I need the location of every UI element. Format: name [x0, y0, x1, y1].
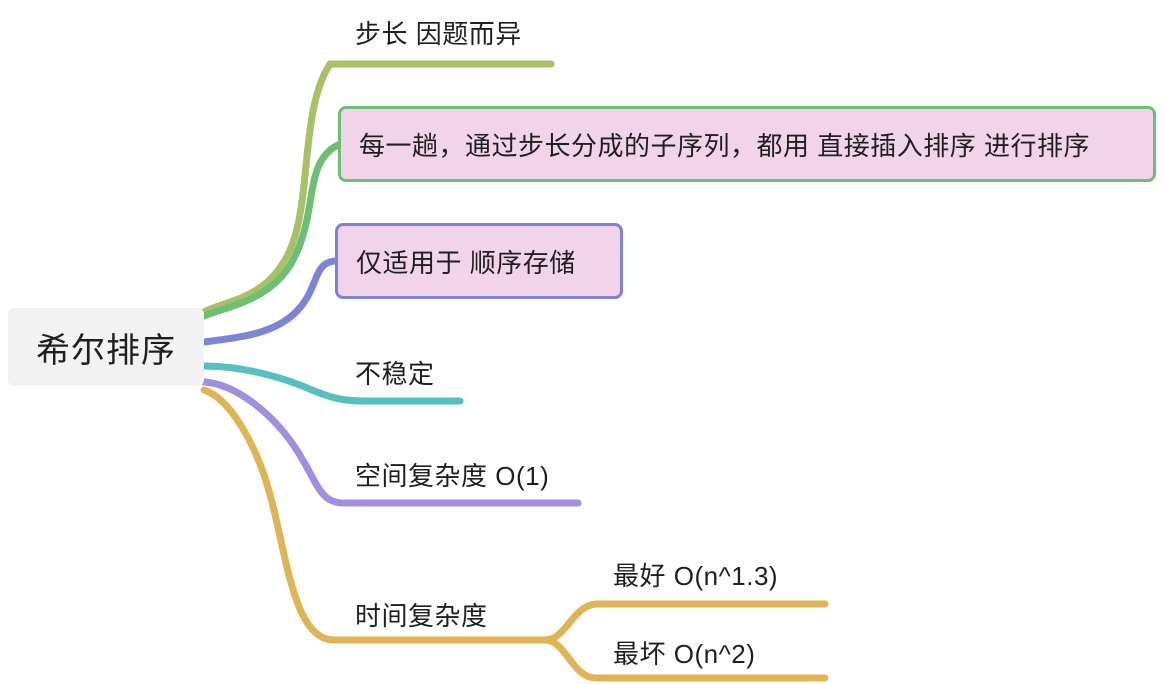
topic-time-complexity-best[interactable]: 最好 O(n^1.3): [613, 560, 779, 591]
branch-line-storage: [200, 257, 340, 346]
topic-time-complexity-worst[interactable]: 最坏 O(n^2): [613, 638, 756, 669]
topic-sequential-storage-only[interactable]: 仅适用于 顺序存储: [335, 223, 623, 299]
root-node-shell-sort[interactable]: 希尔排序: [8, 308, 204, 386]
topic-time-complexity[interactable]: 时间复杂度: [355, 600, 488, 631]
topic-space-complexity[interactable]: 空间复杂度 O(1): [355, 460, 550, 491]
topic-step-size[interactable]: 步长 因题而异: [355, 18, 522, 49]
topic-unstable[interactable]: 不稳定: [355, 358, 435, 389]
branch-line-pass: [200, 140, 344, 320]
topic-each-pass-insertion-sort[interactable]: 每一趟，通过步长分成的子序列，都用 直接插入排序 进行排序: [338, 106, 1156, 182]
